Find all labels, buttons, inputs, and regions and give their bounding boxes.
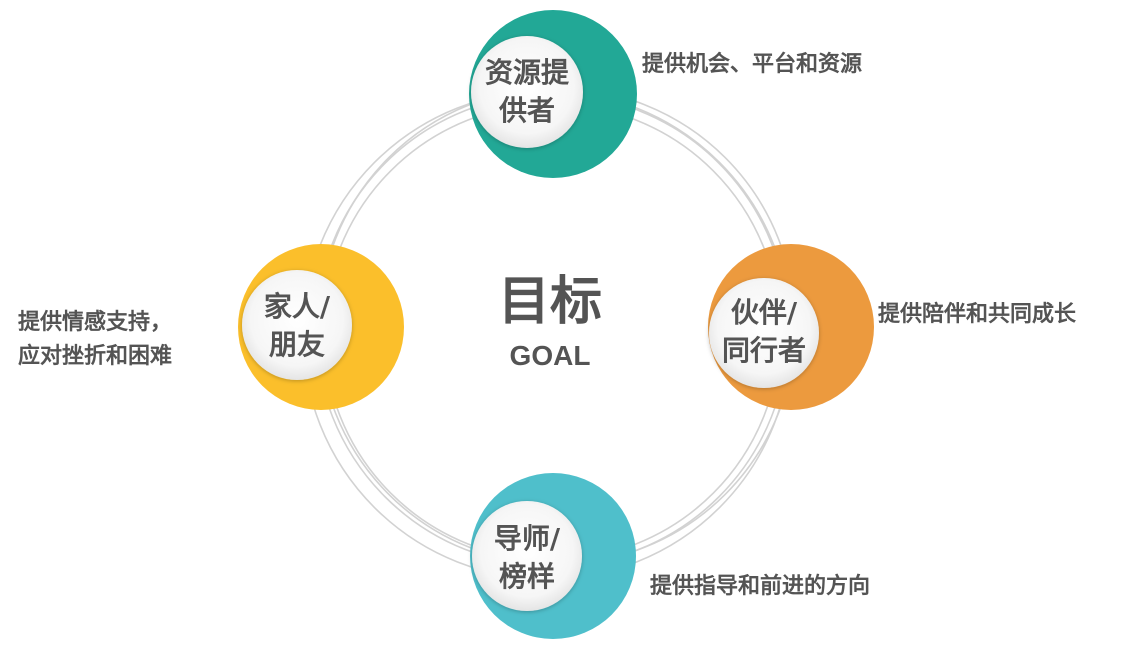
node-mentor-label: 导师/ 榜样 xyxy=(467,520,587,596)
node-resource-label-line1: 资源提 xyxy=(484,56,569,89)
goal-subtitle: GOAL xyxy=(509,340,591,371)
goal-title: 目标 xyxy=(497,272,602,332)
node-mentor xyxy=(470,473,636,639)
node-family-label-line1: 家人/ xyxy=(263,290,331,323)
node-family xyxy=(238,244,404,410)
node-partner-description: 提供陪伴和共同成长 xyxy=(878,302,1077,327)
node-partner-label: 伙伴/ 同行者 xyxy=(704,294,824,370)
node-partner xyxy=(708,244,874,410)
node-partner-label-line1: 伙伴/ xyxy=(730,296,798,329)
node-resource-label: 资源提 供者 xyxy=(467,54,587,130)
node-mentor-label-line2: 榜样 xyxy=(498,560,555,593)
node-family-label: 家人/ 朋友 xyxy=(237,288,357,364)
node-family-label-line2: 朋友 xyxy=(268,328,325,361)
node-resource-face xyxy=(471,36,583,148)
node-mentor-label-line1: 导师/ xyxy=(493,522,561,555)
node-resource-description: 提供机会、平台和资源 xyxy=(642,52,863,77)
node-family-description-line1: 提供情感支持， xyxy=(18,310,173,335)
node-partner-label-line2: 同行者 xyxy=(721,334,806,367)
node-partner-face xyxy=(709,278,819,388)
node-mentor-face xyxy=(472,501,582,611)
node-resource xyxy=(469,10,637,178)
node-family-description: 提供情感支持， 应对挫折和困难 xyxy=(18,306,172,374)
node-family-face xyxy=(242,270,352,380)
node-family-description-line2: 应对挫折和困难 xyxy=(18,344,173,369)
node-resource-label-line2: 供者 xyxy=(498,94,555,127)
node-mentor-description: 提供指导和前进的方向 xyxy=(650,574,871,599)
